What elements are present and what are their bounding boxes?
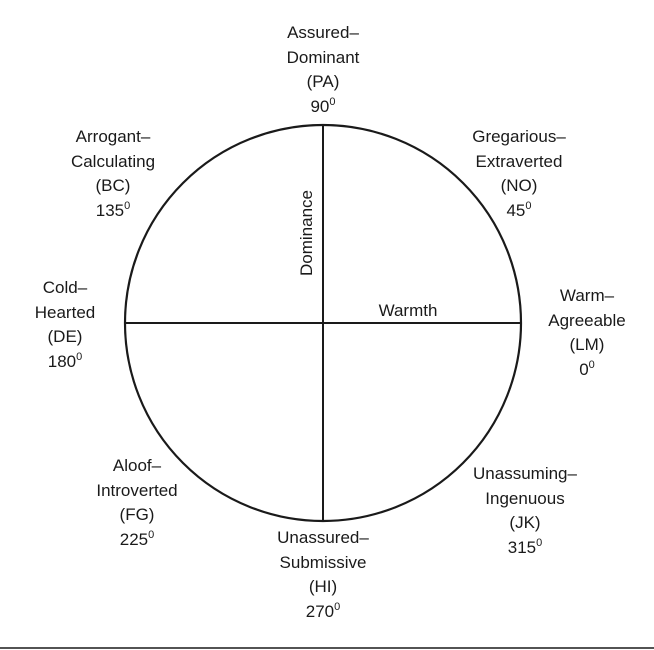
octant-label-no: Gregarious– Extraverted (NO) 450 bbox=[439, 125, 599, 223]
octant-name-line2: Dominant bbox=[286, 47, 360, 67]
octant-name-line1: Assured– bbox=[287, 23, 359, 42]
octant-code: (JK) bbox=[509, 513, 541, 532]
octant-name-line2: Calculating bbox=[70, 151, 156, 171]
octant-angle: 1350 bbox=[33, 199, 193, 224]
angle-value: 270 bbox=[305, 601, 335, 621]
octant-code: (DE) bbox=[47, 327, 83, 346]
octant-name-line2: Agreeable bbox=[548, 310, 626, 330]
angle-value: 135 bbox=[95, 200, 125, 220]
degree-mark: 0 bbox=[588, 358, 595, 371]
octant-code: (PA) bbox=[306, 72, 340, 91]
octant-label-pa: Assured– Dominant (PA) 900 bbox=[243, 21, 403, 119]
octant-code: (NO) bbox=[500, 176, 538, 195]
angle-value: 0 bbox=[579, 359, 589, 379]
octant-label-lm: Warm– Agreeable (LM) 00 bbox=[507, 284, 654, 382]
octant-angle: 2250 bbox=[57, 528, 217, 553]
degree-mark: 0 bbox=[124, 199, 131, 212]
degree-mark: 0 bbox=[536, 536, 543, 549]
degree-mark: 0 bbox=[148, 528, 155, 541]
octant-name-line1: Gregarious– bbox=[472, 127, 566, 146]
octant-name-line2: Extraverted bbox=[475, 151, 563, 171]
degree-mark: 0 bbox=[334, 600, 341, 613]
octant-name-line2: Hearted bbox=[34, 302, 96, 322]
octant-angle: 900 bbox=[243, 95, 403, 120]
warmth-axis-label: Warmth bbox=[378, 301, 438, 320]
dominance-axis-label: Dominance bbox=[297, 190, 316, 276]
octant-label-jk: Unassuming– Ingenuous (JK) 3150 bbox=[445, 462, 605, 560]
octant-label-hi: Unassured– Submissive (HI) 2700 bbox=[243, 526, 403, 624]
angle-value: 45 bbox=[506, 200, 526, 220]
octant-angle: 2700 bbox=[243, 600, 403, 625]
octant-name-line1: Unassured– bbox=[277, 528, 369, 547]
octant-name-line1: Cold– bbox=[42, 278, 88, 297]
octant-name-line2: Submissive bbox=[279, 552, 367, 572]
octant-name-line2: Ingenuous bbox=[485, 488, 565, 508]
octant-angle: 3150 bbox=[445, 536, 605, 561]
degree-mark: 0 bbox=[329, 95, 336, 108]
angle-value: 180 bbox=[47, 351, 77, 371]
octant-code: (BC) bbox=[95, 176, 131, 195]
octant-angle: 1800 bbox=[0, 350, 145, 375]
degree-mark: 0 bbox=[525, 199, 532, 212]
octant-code: (HI) bbox=[308, 577, 338, 596]
octant-code: (FG) bbox=[119, 505, 155, 524]
octant-name-line1: Aloof– bbox=[112, 456, 162, 475]
octant-name-line1: Arrogant– bbox=[75, 127, 151, 146]
octant-angle: 450 bbox=[439, 199, 599, 224]
octant-name-line1: Warm– bbox=[559, 286, 615, 305]
octant-name-line1: Unassuming– bbox=[473, 464, 577, 483]
octant-code: (LM) bbox=[569, 335, 605, 354]
degree-mark: 0 bbox=[76, 350, 83, 363]
angle-value: 315 bbox=[507, 537, 537, 557]
octant-label-fg: Aloof– Introverted (FG) 2250 bbox=[57, 454, 217, 552]
octant-label-bc: Arrogant– Calculating (BC) 1350 bbox=[33, 125, 193, 223]
angle-value: 90 bbox=[310, 96, 330, 116]
octant-name-line2: Introverted bbox=[96, 480, 178, 500]
angle-value: 225 bbox=[119, 529, 149, 549]
octant-angle: 00 bbox=[507, 358, 654, 383]
octant-label-de: Cold– Hearted (DE) 1800 bbox=[0, 276, 145, 374]
